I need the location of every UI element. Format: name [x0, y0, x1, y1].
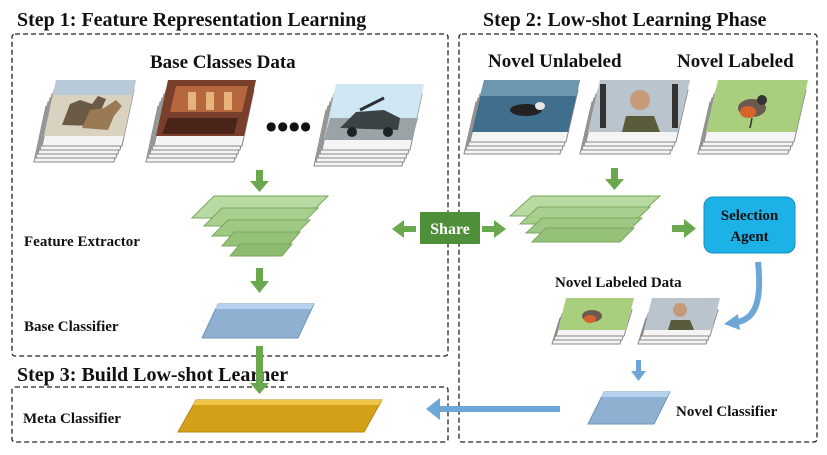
novel-labeled-stack-robin	[697, 80, 808, 155]
share-label: Share	[430, 221, 470, 238]
arrow-extractor-to-base-classifier	[250, 268, 269, 293]
novel-labeled-data-label: Novel Labeled Data	[555, 275, 682, 291]
robin-bird-thumb-icon	[558, 298, 634, 330]
dogs-photo-icon	[44, 80, 136, 136]
arrow-base-classifier-to-meta	[250, 346, 269, 394]
selection-agent-box	[703, 196, 796, 254]
arrow-novel-to-meta	[426, 398, 560, 420]
arrow-agent-to-labeled-data	[724, 261, 763, 330]
novel-labeled-label: Novel Labeled	[677, 51, 794, 72]
arrow-labeled-data-to-novel-classifier	[631, 360, 646, 381]
man-portrait-thumb-icon	[644, 298, 720, 330]
feature-extractor-label: Feature Extractor	[24, 234, 140, 250]
selection-agent-label-line2: Agent	[730, 229, 768, 245]
base-classifier-shape	[201, 303, 315, 339]
selection-agent-label-line1: Selection	[721, 208, 779, 224]
arrow-novel-to-extractor	[605, 168, 624, 190]
man-portrait-photo-icon	[588, 80, 690, 132]
base-classifier-label: Base Classifier	[24, 319, 119, 335]
share-arrow	[392, 220, 506, 238]
arrow-base-to-extractor	[250, 170, 269, 192]
novel-labeled-data-stack-man	[637, 298, 720, 345]
step3-panel	[11, 386, 449, 443]
novel-unlabeled-stack-man	[579, 80, 690, 155]
step3-title: Step 3: Build Low-shot Learner	[17, 364, 288, 386]
base-image-stack-dogs	[33, 80, 136, 163]
novel-classifier-label: Novel Classifier	[676, 404, 778, 420]
novel-unlabeled-stack-bird	[463, 80, 580, 155]
base-image-stack-vehicle	[313, 84, 424, 167]
arrow-extractor-to-agent	[672, 219, 696, 238]
feature-extractor-step1	[190, 195, 330, 257]
base-classes-data-label: Base Classes Data	[150, 52, 296, 73]
more-images-ellipsis: ●●●●	[266, 119, 312, 133]
novel-labeled-data-stack-robin	[551, 298, 634, 345]
base-image-stack-interior	[145, 80, 256, 163]
interior-photo-icon	[156, 80, 256, 136]
share-box	[420, 212, 480, 244]
step1-title: Step 1: Feature Representation Learning	[17, 9, 366, 31]
step1-panel	[11, 33, 449, 357]
meta-classifier-label: Meta Classifier	[23, 411, 121, 427]
step2-title: Step 2: Low-shot Learning Phase	[483, 9, 766, 31]
bird-in-water-photo-icon	[472, 80, 580, 132]
meta-classifier-shape	[177, 399, 383, 433]
novel-classifier-shape	[587, 391, 671, 425]
feature-extractor-step2	[508, 195, 662, 243]
vehicle-photo-icon	[324, 84, 424, 140]
robin-bird-photo-icon	[706, 80, 808, 132]
novel-unlabeled-label: Novel Unlabeled	[488, 51, 622, 72]
